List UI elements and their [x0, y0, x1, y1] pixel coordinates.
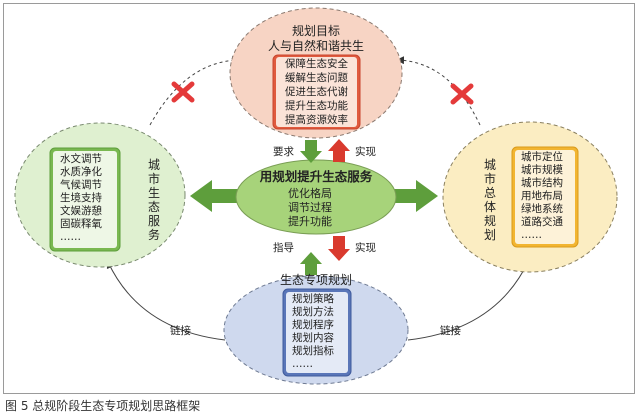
- bottom-node-item: 规划策略: [292, 293, 334, 305]
- top-node-item: 提高资源效率: [285, 114, 348, 126]
- top-node-item: 缓解生态问题: [285, 72, 348, 84]
- top-node-item-list: 保障生态安全 缓解生态问题 促进生态代谢 提升生态功能 提高资源效率: [276, 57, 357, 127]
- label-realize-bottom: 实现: [355, 242, 376, 254]
- figure-caption: 图 5 总规阶段生态专项规划思路框架: [5, 399, 201, 413]
- top-node-item: 促进生态代谢: [285, 86, 348, 98]
- bottom-node-item: 规划方法: [292, 306, 334, 318]
- right-node-item: 道路交通: [521, 216, 563, 228]
- left-node-item: 气候调节: [60, 179, 102, 191]
- label-link-left: 链接: [170, 325, 191, 337]
- left-node-item: 水质净化: [60, 166, 102, 178]
- right-node-item-list: 城市定位 城市规模 城市结构 用地布局 绿地系统 道路交通 ……: [515, 150, 575, 244]
- cross-icon-left: [171, 81, 195, 103]
- top-node-item: 保障生态安全: [285, 58, 348, 70]
- bottom-node-item-list: 规划策略 规划方法 规划程序 规划内容 规划指标 ……: [286, 292, 348, 373]
- label-require: 要求: [273, 146, 294, 158]
- label-guide: 指导: [273, 242, 294, 254]
- right-node-item: ……: [521, 229, 542, 241]
- bottom-node-title: 生态专项规划: [279, 273, 352, 287]
- top-node-title-line2: 人与自然和谐共生: [267, 39, 364, 53]
- arrow-down-red-bottom: [328, 236, 350, 261]
- arrow-down-green-top: [300, 140, 322, 163]
- right-node-item: 城市定位: [521, 151, 563, 163]
- label-realize-top: 实现: [355, 146, 376, 158]
- bottom-node-item: 规划程序: [292, 319, 334, 331]
- right-node-item: 城市规模: [521, 164, 563, 176]
- right-node-item: 用地布局: [521, 190, 563, 202]
- arrow-up-red-top: [328, 139, 350, 162]
- bottom-node-item: 规划指标: [292, 345, 334, 357]
- cross-icon-right: [450, 83, 474, 105]
- arc-bottom-to-left: [106, 260, 226, 341]
- center-node-item: 优化格局: [288, 187, 332, 200]
- center-node-item: 提升功能: [288, 215, 332, 228]
- right-node-item: 城市结构: [521, 177, 563, 189]
- left-node-title: 城市生态服务: [147, 158, 160, 242]
- right-node-title: 城市总体规划: [483, 158, 496, 242]
- center-node-item: 调节过程: [288, 201, 332, 214]
- left-node-item: 生境支持: [60, 192, 102, 204]
- center-node-title: 用规划提升生态服务: [259, 169, 373, 184]
- label-link-right: 链接: [440, 325, 461, 337]
- left-node-item: 水文调节: [60, 153, 102, 165]
- top-node-title-line1: 规划目标: [291, 24, 340, 38]
- arrow-to-right: [385, 180, 438, 212]
- arc-right-to-top: [396, 56, 481, 126]
- left-node-item: 文娱游憩: [60, 205, 102, 217]
- bottom-node-item: ……: [292, 358, 313, 370]
- right-node-item: 绿地系统: [521, 203, 563, 215]
- center-node-ellipse: [235, 159, 397, 235]
- arc-left-to-top: [149, 56, 240, 126]
- bottom-node-item: 规划内容: [292, 332, 334, 344]
- arrow-to-left: [190, 180, 245, 212]
- left-node-item: ……: [60, 231, 81, 243]
- top-node-item: 提升生态功能: [285, 100, 348, 112]
- left-node-item-list: 水文调节 水质净化 气候调节 生境支持 文娱游憩 固碳释氧 ……: [53, 151, 117, 248]
- arc-bottom-to-right: [407, 260, 529, 341]
- left-node-item: 固碳释氧: [60, 218, 102, 230]
- arrow-up-green-bottom: [300, 252, 322, 275]
